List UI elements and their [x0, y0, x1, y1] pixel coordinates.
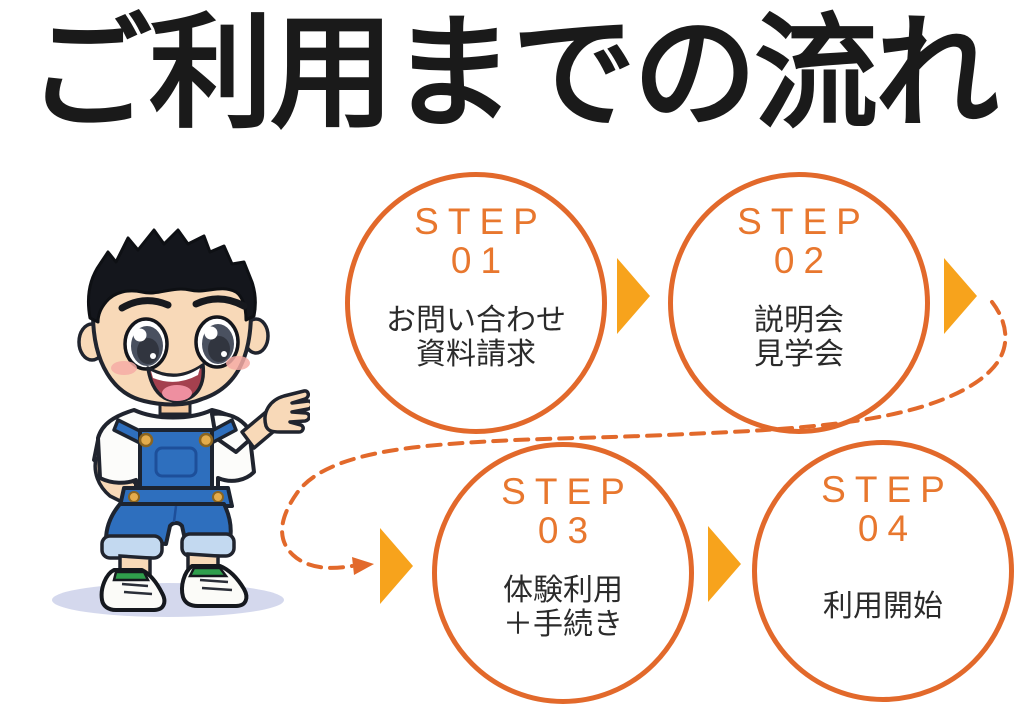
- step-04-description: 利用開始: [823, 590, 943, 624]
- page-title: ご利用までの流れ: [27, 5, 999, 143]
- step-01-label: STEP: [414, 201, 547, 242]
- step-02-desc-line-2: 見学会: [754, 338, 844, 371]
- step-02-circle: STEP 02 説明会 見学会: [668, 172, 930, 434]
- flow-arrow-1-icon: [617, 258, 650, 334]
- step-01-desc-line-2: 資料請求: [416, 338, 536, 371]
- step-04-label: STEP: [821, 469, 954, 510]
- mascot-mouth: [146, 363, 206, 403]
- step-02-description: 説明会 見学会: [754, 304, 844, 372]
- presenting-hand: [263, 389, 310, 434]
- mascot-overalls: [100, 418, 238, 560]
- mascot-left-eyebrow: [118, 297, 172, 312]
- step-03-label: STEP: [501, 471, 634, 512]
- step-01-circle: STEP 01 お問い合わせ 資料請求: [345, 172, 607, 434]
- step-04-desc-line-1: 利用開始: [823, 590, 943, 623]
- flow-arrow-4-icon: [708, 526, 741, 602]
- mascot-eyes: [123, 315, 240, 371]
- step-03-desc-line-2: ＋手続き: [503, 608, 623, 641]
- dashed-arrowhead-icon: [352, 557, 374, 575]
- step-02-desc-line-1: 説明会: [754, 304, 844, 337]
- mascot-boy-illustration: [52, 228, 310, 617]
- step-02-label: STEP: [737, 201, 870, 242]
- step-03-description: 体験利用 ＋手続き: [503, 574, 623, 642]
- step-01-description: お問い合わせ 資料請求: [386, 304, 566, 372]
- mascot-hair: [86, 228, 257, 324]
- step-02-number: 02: [773, 240, 834, 281]
- mascot-shadow: [52, 583, 284, 617]
- mascot-shoes: [99, 564, 249, 612]
- step-04-number: 04: [857, 508, 918, 549]
- step-01-number: 01: [450, 240, 511, 281]
- flow-arrow-3-icon: [380, 528, 413, 604]
- mascot-left-blush: [111, 361, 137, 375]
- step-01-desc-line-1: お問い合わせ: [386, 304, 566, 337]
- mascot-right-blush: [226, 356, 250, 370]
- step-03-circle: STEP 03 体験利用 ＋手続き: [432, 442, 694, 704]
- step-03-desc-line-1: 体験利用: [503, 574, 623, 607]
- step-03-number: 03: [537, 510, 598, 551]
- step-04-circle: STEP 04 利用開始: [752, 440, 1014, 702]
- mascot-right-eyebrow: [192, 295, 248, 310]
- flow-arrow-2-icon: [944, 258, 977, 334]
